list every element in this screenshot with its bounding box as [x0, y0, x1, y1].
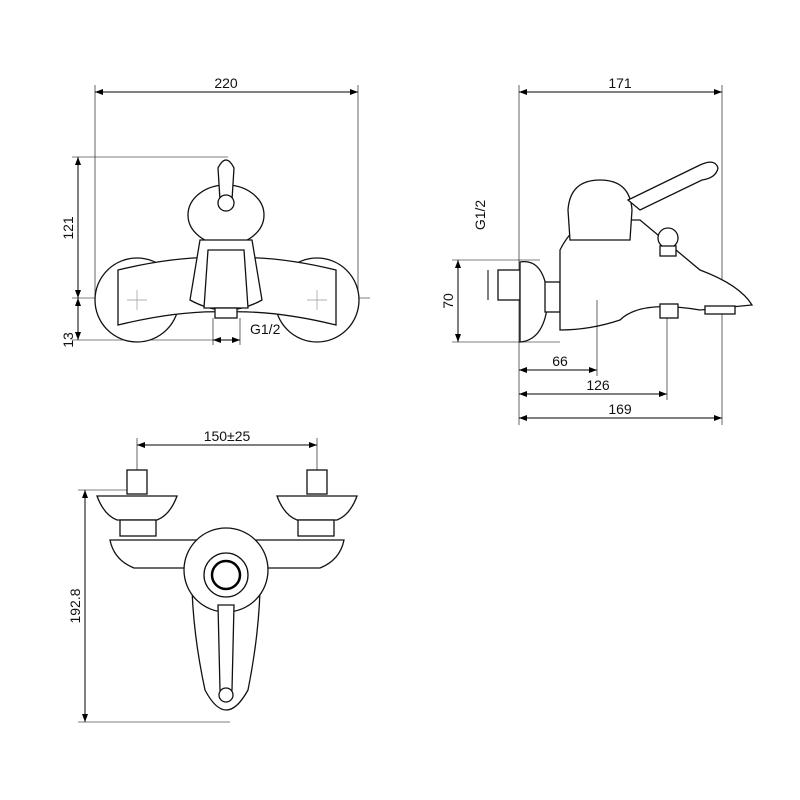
- side-thread-label: G1/2: [472, 200, 488, 231]
- dimension-126: 126: [586, 377, 610, 393]
- side-view: 171 G1/2 70 66 126 169: [440, 75, 754, 425]
- front-view: 220 121 13 G1/2: [60, 75, 370, 348]
- dimension-150-25: 150±25: [204, 428, 251, 444]
- dimension-70: 70: [440, 293, 456, 309]
- dimension-13: 13: [60, 332, 76, 348]
- dimension-171: 171: [608, 75, 632, 91]
- dimension-66: 66: [552, 353, 568, 369]
- dimension-121: 121: [60, 216, 76, 240]
- top-view: 150±25 192.8: [67, 428, 358, 723]
- front-thread-label: G1/2: [250, 321, 281, 337]
- dimension-220: 220: [214, 75, 238, 91]
- dimension-169: 169: [608, 401, 632, 417]
- dimension-192-8: 192.8: [67, 588, 83, 623]
